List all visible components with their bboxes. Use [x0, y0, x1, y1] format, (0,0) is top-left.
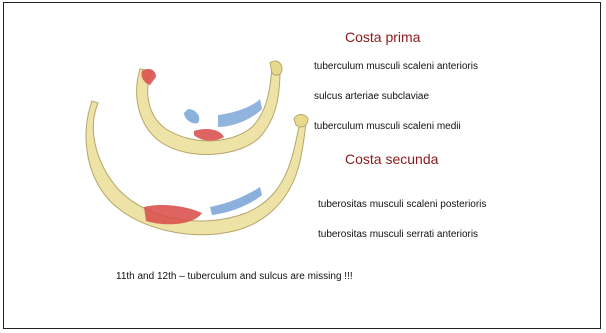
label-tuberculum-scaleni-medii: tuberculum musculi scaleni medii: [314, 121, 461, 132]
slide: Costa prima tuberculum musculi scaleni a…: [3, 2, 601, 329]
first-rib-image: [137, 61, 282, 154]
label-tuberositas-scaleni-posterioris: tuberositas musculi scaleni posterioris: [318, 199, 486, 210]
label-tuberculum-scaleni-anterioris: tuberculum musculi scaleni anterioris: [314, 61, 478, 72]
costa-prima-title: Costa prima: [345, 29, 420, 45]
ribs-illustration: [84, 57, 316, 253]
note-text: 11th and 12th – tuberculum and sulcus ar…: [116, 271, 353, 282]
label-tuberositas-serrati-anterioris: tuberositas musculi serrati anterioris: [318, 229, 478, 240]
costa-secunda-title: Costa secunda: [345, 151, 438, 167]
label-sulcus-arteriae-subclaviae: sulcus arteriae subclaviae: [314, 91, 429, 102]
